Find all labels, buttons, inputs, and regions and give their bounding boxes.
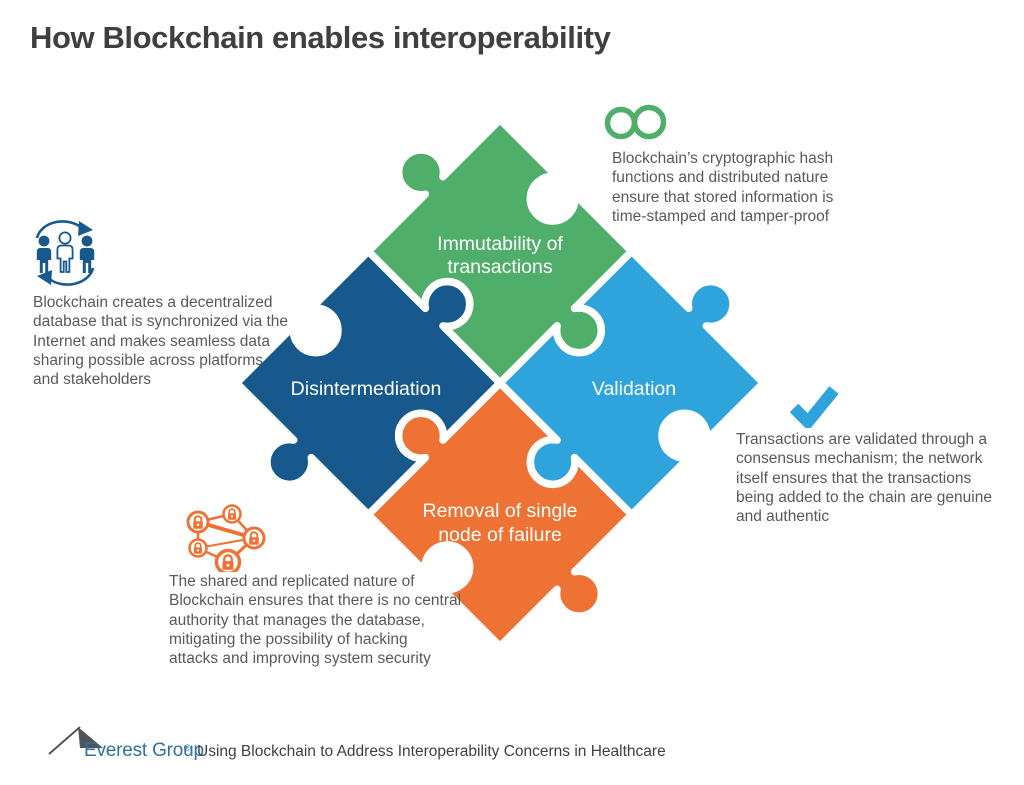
person-figure-outline [56,231,74,273]
label-immutability: Immutability of transactions [437,233,563,278]
infinity-icon [604,104,667,140]
person-figure [79,235,95,273]
label-removal: Removal of single node of failure [422,500,578,546]
label-disintermediation: Disintermediation [290,378,442,400]
sync-arrow-bottom [46,267,95,286]
registered-trademark: ® [184,743,191,753]
sync-arrow-top-head [78,221,93,236]
person-figure [36,235,52,273]
everest-mountain-icon [48,726,103,755]
annotation-removal: The shared and replicated nature of Bloc… [169,573,462,668]
lock-node [188,538,208,558]
people-sync-icon [35,220,95,286]
annotation-validation: Transactions are validated through a con… [736,431,992,526]
lock-network-icon [186,504,266,572]
lock-node [242,526,266,550]
lock-node [214,548,242,572]
annotation-immutability: Blockchain’s cryptographic hash function… [612,150,834,225]
everest-group-logo-text: Everest Group [84,740,204,761]
puzzle-piece-removal [364,379,636,651]
label-validation: Validation [591,378,677,400]
footer-caption: Using Blockchain to Address Interoperabi… [197,743,666,760]
sync-arrow-top [35,220,84,239]
annotation-disintermediation: Blockchain creates a decentralized datab… [33,294,289,389]
checkmark-icon [790,386,838,428]
sync-arrow-bottom-head [37,270,52,285]
puzzle-diagram [232,115,768,651]
lock-node [222,504,242,524]
page-title: How Blockchain enables interoperability [30,20,611,55]
lock-node [186,510,210,534]
